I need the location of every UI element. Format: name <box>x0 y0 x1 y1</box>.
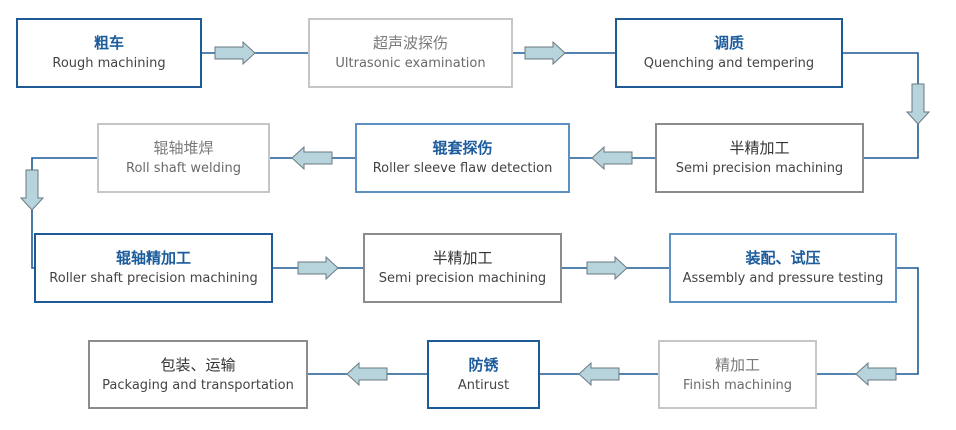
step-quenching-tempering: 调质 Quenching and tempering <box>615 18 843 88</box>
step-title-en: Antirust <box>457 377 510 393</box>
arrow-left-icon <box>855 361 897 387</box>
step-title-en: Quenching and tempering <box>643 56 815 71</box>
step-roll-shaft-welding: 辊轴堆焊 Roll shaft welding <box>97 123 270 193</box>
step-title-zh: 超声波探伤 <box>372 34 448 52</box>
step-title-zh: 装配、试压 <box>745 249 821 267</box>
step-title-en: Finish machining <box>682 377 793 393</box>
step-semi-precision-machining-2: 半精加工 Semi precision machining <box>363 233 562 303</box>
step-title-en: Rough machining <box>52 56 166 71</box>
step-title-zh: 精加工 <box>714 355 760 374</box>
step-antirust: 防锈 Antirust <box>427 340 540 409</box>
step-title-zh: 粗车 <box>93 34 124 52</box>
arrow-left-icon <box>346 361 388 387</box>
step-title-zh: 调质 <box>713 34 744 52</box>
step-title-en: Roller shaft precision machining <box>49 271 258 286</box>
step-title-en: Packaging and transportation <box>102 377 294 393</box>
step-assembly-pressure-testing: 装配、试压 Assembly and pressure testing <box>669 233 897 303</box>
step-title-en: Semi precision machining <box>378 271 547 286</box>
step-title-en: Semi precision machining <box>675 161 844 176</box>
step-roller-sleeve-flaw-detection: 辊套探伤 Roller sleeve flaw detection <box>355 123 570 193</box>
arrow-left-icon <box>291 145 333 171</box>
arrow-left-icon <box>578 361 620 387</box>
step-title-en: Roll shaft welding <box>126 161 241 176</box>
step-title-zh: 辊轴精加工 <box>115 249 191 267</box>
step-semi-precision-machining-1: 半精加工 Semi precision machining <box>655 123 864 193</box>
step-packaging-transportation: 包装、运输 Packaging and transportation <box>88 340 308 409</box>
arrow-down-icon <box>905 83 931 125</box>
step-roller-shaft-precision-machining: 辊轴精加工 Roller shaft precision machining <box>34 233 273 303</box>
step-ultrasonic-examination: 超声波探伤 Ultrasonic examination <box>308 18 513 88</box>
step-title-zh: 包装、运输 <box>160 355 236 374</box>
arrow-right-icon <box>524 40 566 66</box>
arrow-down-icon <box>19 169 45 211</box>
step-rough-machining: 粗车 Rough machining <box>16 18 202 88</box>
step-title-en: Roller sleeve flaw detection <box>372 161 553 176</box>
step-title-en: Assembly and pressure testing <box>682 271 884 286</box>
arrow-right-icon <box>297 255 339 281</box>
step-title-zh: 半精加工 <box>729 139 790 157</box>
step-finish-machining: 精加工 Finish machining <box>658 340 817 409</box>
step-title-zh: 防锈 <box>468 355 499 374</box>
step-title-zh: 辊轴堆焊 <box>153 139 214 157</box>
step-title-zh: 半精加工 <box>432 249 493 267</box>
step-title-zh: 辊套探伤 <box>432 139 493 157</box>
step-title-en: Ultrasonic examination <box>335 56 486 71</box>
arrow-left-icon <box>591 145 633 171</box>
arrow-right-icon <box>214 40 256 66</box>
arrow-right-icon <box>586 255 628 281</box>
